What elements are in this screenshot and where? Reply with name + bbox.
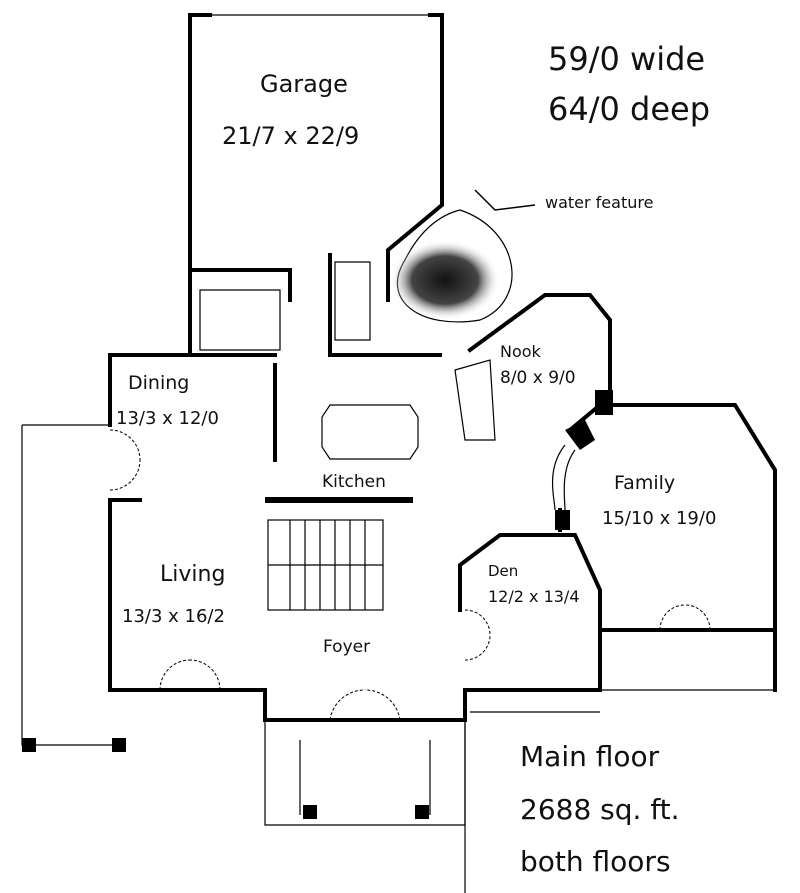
posts (22, 390, 613, 819)
room-foyer-name: Foyer (323, 637, 371, 657)
room-den-size: 12/2 x 13/4 (488, 587, 580, 606)
room-garage-name: Garage (260, 70, 348, 98)
room-dining-name: Dining (128, 372, 190, 394)
room-garage-size: 21/7 x 22/9 (222, 122, 360, 150)
room-family-name: Family (614, 472, 676, 494)
room-living-size: 13/3 x 16/2 (122, 606, 225, 627)
overall-width: 59/0 wide (548, 40, 706, 78)
room-den-name: Den (488, 562, 519, 580)
thin-lines (21, 14, 775, 893)
room-dining-size: 13/3 x 12/0 (116, 408, 219, 429)
room-kitchen-name: Kitchen (322, 472, 386, 492)
annotation-pointer (474, 189, 536, 211)
overall-depth: 64/0 deep (548, 90, 711, 128)
room-family-size: 15/10 x 19/0 (602, 508, 717, 529)
water-feature-label: water feature (545, 193, 654, 212)
doors (109, 429, 711, 721)
summary-note: both floors (520, 845, 671, 878)
room-living-name: Living (160, 562, 226, 587)
summary-area: 2688 sq. ft. (520, 793, 680, 826)
room-nook-name: Nook (500, 342, 541, 361)
room-nook-size: 8/0 x 9/0 (500, 368, 576, 388)
water-feature-pool (390, 240, 500, 320)
summary-floor: Main floor (520, 740, 660, 773)
